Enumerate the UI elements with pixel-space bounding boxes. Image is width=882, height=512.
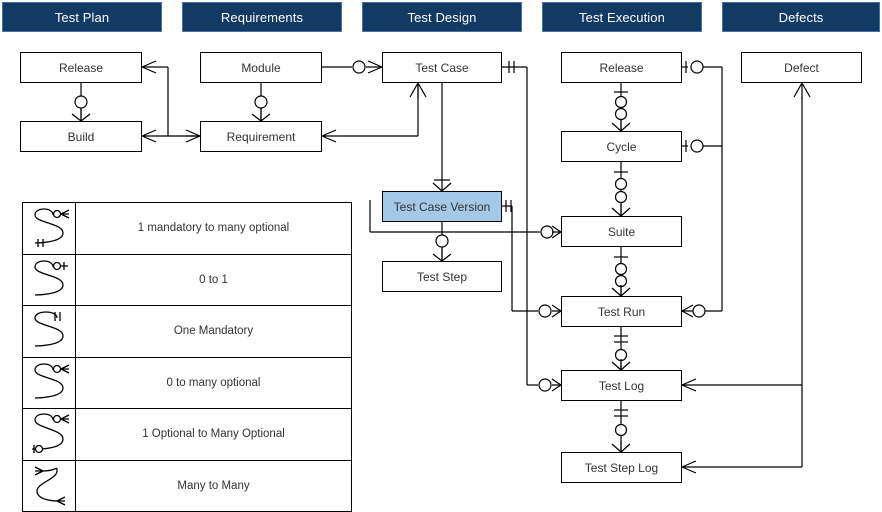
entity-release-exec[interactable]: Release — [561, 52, 682, 83]
section-header-label: Defects — [778, 9, 824, 25]
section-header-requirements[interactable]: Requirements — [182, 2, 342, 32]
section-header-label: Test Design — [407, 9, 477, 25]
legend-symbol-one-mandatory-to-many-optional — [23, 203, 76, 254]
entity-label: Defect — [784, 60, 819, 75]
section-header-label: Requirements — [220, 9, 304, 25]
section-header-defects[interactable]: Defects — [722, 2, 880, 32]
legend-label-cell: 0 to 1 — [76, 255, 351, 306]
section-header-label: Test Execution — [579, 9, 665, 25]
entity-requirement[interactable]: Requirement — [200, 121, 322, 152]
legend-symbol-many-to-many — [23, 460, 76, 512]
entity-suite[interactable]: Suite — [561, 216, 682, 247]
legend-symbol-zero-to-many-optional — [23, 357, 76, 408]
entity-label: Release — [599, 60, 644, 75]
legend-symbol-one-mandatory — [23, 306, 76, 357]
entity-test-case[interactable]: Test Case — [382, 52, 502, 83]
section-header-test-execution[interactable]: Test Execution — [542, 2, 702, 32]
legend-label: 1 mandatory to many optional — [137, 222, 290, 235]
entity-label: Build — [67, 129, 95, 144]
legend-row: 1 mandatory to many optional — [23, 203, 351, 255]
legend-label-cell: 0 to many optional — [76, 358, 351, 409]
legend-label: 0 to many optional — [166, 376, 261, 389]
legend-row: Many to Many — [23, 460, 351, 512]
legend-row: 1 Optional to Many Optional — [23, 409, 351, 461]
entity-defect[interactable]: Defect — [741, 52, 862, 83]
entity-label: Requirement — [226, 129, 296, 144]
legend-label-cell: 1 Optional to Many Optional — [76, 409, 351, 460]
entity-test-step[interactable]: Test Step — [382, 261, 502, 292]
legend-label-cell: 1 mandatory to many optional — [76, 203, 351, 254]
entity-label: Test Case — [415, 60, 469, 75]
legend-label: Many to Many — [177, 480, 250, 493]
legend-label: One Mandatory — [173, 325, 254, 338]
legend-table: 1 mandatory to many optional 0 to 1 — [22, 202, 352, 512]
entity-cycle[interactable]: Cycle — [561, 131, 682, 162]
legend-label-cell: Many to Many — [76, 461, 351, 512]
entity-label: Test Run — [597, 304, 646, 319]
entity-test-log[interactable]: Test Log — [561, 370, 682, 401]
legend-symbol-zero-to-one — [23, 254, 76, 305]
entity-release-plan[interactable]: Release — [20, 52, 142, 83]
legend-row: One Mandatory — [23, 306, 351, 358]
legend-row: 0 to many optional — [23, 357, 351, 409]
legend-label: 1 Optional to Many Optional — [142, 428, 285, 441]
entity-label: Test Step Log — [584, 460, 659, 475]
entity-label: Test Step — [416, 269, 468, 284]
entity-label: Module — [241, 60, 281, 75]
legend-label: 0 to 1 — [199, 273, 228, 286]
section-header-test-plan[interactable]: Test Plan — [2, 2, 162, 32]
entity-test-case-version[interactable]: Test Case Version — [382, 191, 502, 222]
entity-module[interactable]: Module — [200, 52, 322, 83]
legend-row: 0 to 1 — [23, 254, 351, 306]
entity-label: Test Case Version — [393, 199, 491, 214]
entity-test-run[interactable]: Test Run — [561, 296, 682, 327]
entity-label: Suite — [607, 224, 636, 239]
legend-label-cell: One Mandatory — [76, 306, 351, 357]
legend-symbol-one-optional-to-many-optional — [23, 409, 76, 460]
entity-build[interactable]: Build — [20, 121, 142, 152]
entity-label: Release — [58, 60, 104, 75]
entity-label: Cycle — [606, 139, 637, 154]
section-header-test-design[interactable]: Test Design — [362, 2, 522, 32]
section-header-label: Test Plan — [54, 9, 110, 25]
entity-test-step-log[interactable]: Test Step Log — [561, 452, 682, 483]
entity-label: Test Log — [598, 378, 645, 393]
